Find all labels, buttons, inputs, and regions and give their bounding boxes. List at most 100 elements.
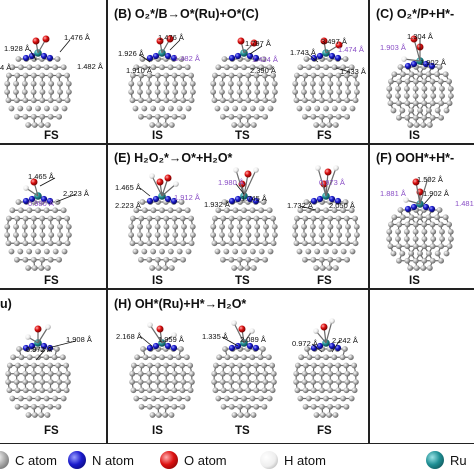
distance-label: 4 Å xyxy=(0,63,12,72)
bond xyxy=(37,326,49,344)
carbon-atom xyxy=(223,395,230,402)
carbon-atom xyxy=(154,89,161,95)
carbon-atom xyxy=(420,265,427,271)
hydrogen-atom xyxy=(401,56,407,62)
bond xyxy=(413,38,421,62)
carbon-atom xyxy=(232,64,239,71)
distance-label: 2.223 Å xyxy=(115,201,141,210)
carbon-atom xyxy=(56,97,63,104)
carbon-atom xyxy=(220,256,226,263)
carbon-atom xyxy=(221,56,228,62)
nitrogen-atom xyxy=(252,54,260,62)
carbon-atom xyxy=(436,64,443,70)
carbon-atom xyxy=(219,80,225,87)
carbon-atom xyxy=(47,370,54,377)
carbon-atom xyxy=(147,362,153,369)
carbon-atom xyxy=(133,207,140,214)
carbon-atom xyxy=(391,214,398,221)
carbon-atom xyxy=(13,89,19,95)
carbon-atom xyxy=(228,113,235,120)
carbon-atom xyxy=(219,89,225,95)
carbon-atom xyxy=(163,215,170,222)
carbon-atom xyxy=(22,215,29,222)
distance-label: 0.972 Å xyxy=(26,345,52,354)
carbon-atom xyxy=(26,64,33,71)
nitrogen-atom xyxy=(234,195,242,203)
carbon-atom xyxy=(348,395,355,402)
carbon-atom xyxy=(301,370,308,377)
oxygen-atom xyxy=(335,41,343,49)
carbon-atom xyxy=(404,100,411,107)
carbon-atom xyxy=(271,223,278,230)
carbon-atom xyxy=(318,89,325,95)
carbon-atom xyxy=(388,78,394,85)
carbon-atom xyxy=(22,97,29,104)
carbon-atom xyxy=(241,248,247,255)
carbon-atom xyxy=(229,362,235,369)
carbon-atom xyxy=(305,395,312,402)
carbon-atom xyxy=(39,223,46,230)
carbon-atom xyxy=(413,265,420,271)
carbon-atom xyxy=(327,240,334,247)
distance-label: 2.242 Å xyxy=(332,336,358,345)
carbon-atom xyxy=(318,80,325,87)
carbon-atom xyxy=(335,72,342,79)
carbon-atom xyxy=(443,107,450,114)
oxygen-atom xyxy=(320,323,328,331)
carbon-atom xyxy=(154,215,161,222)
carbon-atom xyxy=(323,395,329,402)
panel-e xyxy=(107,144,369,289)
carbon-atom xyxy=(137,370,144,377)
nitrogen-atom xyxy=(316,342,324,350)
carbon-atom xyxy=(176,64,183,71)
distance-label: 1.482 Å xyxy=(77,62,103,71)
nitrogen-atom xyxy=(328,52,336,60)
carbon-atom xyxy=(404,114,411,121)
carbon-atom xyxy=(262,240,269,247)
legend-item-oxygen: O atom xyxy=(160,450,227,470)
carbon-atom xyxy=(236,370,243,377)
carbon-atom xyxy=(212,362,219,369)
carbon-atom xyxy=(30,215,37,222)
carbon-atom xyxy=(340,64,347,71)
carbon-atom xyxy=(38,122,45,128)
carbon-atom xyxy=(210,232,217,238)
carbon-atom xyxy=(417,214,423,221)
carbon-atom xyxy=(6,72,12,79)
nitrogen-atom xyxy=(246,342,254,350)
nitrogen-atom xyxy=(410,203,418,211)
nitrogen-atom xyxy=(22,54,30,62)
carbon-atom xyxy=(425,214,432,221)
carbon-atom xyxy=(395,243,402,250)
carbon-atom xyxy=(245,256,252,263)
carbon-atom xyxy=(395,236,401,242)
carbon-atom xyxy=(318,256,325,263)
carbon-atom xyxy=(22,113,29,120)
distance-label: 1.424 Å xyxy=(252,55,278,64)
panel-g-title: u) xyxy=(0,297,12,311)
carbon-atom xyxy=(253,240,260,247)
carbon-atom xyxy=(128,223,135,230)
distance-pointer xyxy=(249,45,263,55)
carbon-atom xyxy=(327,370,334,377)
carbon-atom xyxy=(263,89,269,95)
carbon-atom xyxy=(30,370,37,377)
carbon-atom xyxy=(332,122,339,128)
nitrogen-atom xyxy=(152,52,160,60)
carbon-atom xyxy=(22,403,29,410)
carbon-atom xyxy=(351,387,358,394)
carbon-atom xyxy=(138,72,145,79)
carbon-atom xyxy=(55,215,62,222)
carbon-atom xyxy=(319,387,325,394)
carbon-atom xyxy=(155,387,161,394)
carbon-atom xyxy=(236,240,243,247)
nitrogen-atom xyxy=(146,54,154,62)
carbon-atom xyxy=(43,354,50,361)
carbon-atom xyxy=(336,232,343,238)
carbon-atom xyxy=(386,228,393,235)
nitrogen-atom xyxy=(428,62,436,70)
carbon-atom xyxy=(430,236,437,242)
carbon-atom xyxy=(138,215,145,222)
carbon-atom xyxy=(26,207,33,214)
carbon-atom xyxy=(179,387,186,394)
